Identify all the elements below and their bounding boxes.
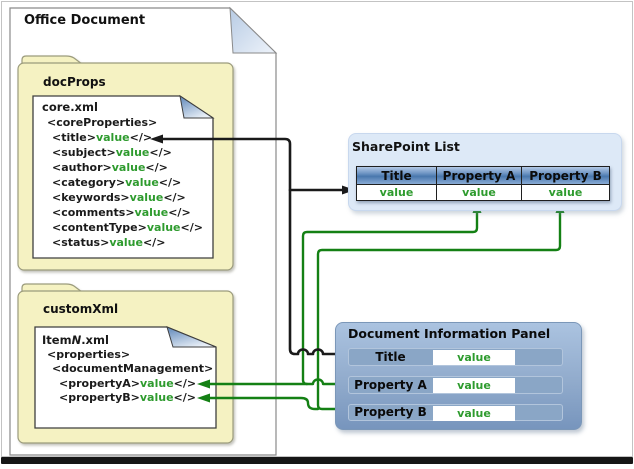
itemn-xml-document-shape — [34, 326, 217, 429]
connector-property-b-customxml-branch — [207, 396, 320, 411]
frame-bottom-shadow-bar — [1, 457, 633, 464]
xml-line-subject: <subject>value</> — [52, 146, 172, 159]
core-xml-fold-icon — [179, 94, 215, 119]
docprops-folder-tab-icon — [21, 55, 84, 65]
connector-property-b-line — [316, 208, 562, 411]
connector-property-a-line — [301, 208, 479, 386]
xml-line-title: <title>value</> — [52, 131, 153, 144]
xml-line-comments: <comments>value</> — [52, 206, 191, 219]
outer-frame — [1, 1, 633, 457]
connector-title-line — [159, 137, 346, 356]
core-xml-code-block: core.xml <coreProperties> <title>value</… — [42, 100, 203, 250]
xml-line-coreproperties: <coreProperties> — [47, 116, 158, 129]
itemn-xml-filename: ItemN.xml — [42, 333, 109, 347]
xml-line-contenttype: <contentType>value</> — [52, 221, 203, 234]
xml-line-properties: <properties> — [47, 347, 131, 361]
customxml-folder-tab-icon — [21, 283, 84, 293]
office-document-title: Office Document — [24, 13, 146, 28]
dip-value-title: value — [433, 349, 515, 365]
xml-line-keywords: <keywords>value</> — [52, 191, 186, 204]
sharepoint-header-row: Title Property A Property B — [357, 167, 609, 184]
document-information-panel-title: Document Information Panel — [348, 326, 551, 341]
xml-line-status: <status>value</> — [52, 236, 166, 249]
xml-line-category: <category>value</> — [52, 176, 182, 189]
dip-label-property-b: Property B — [354, 405, 427, 419]
sharepoint-property-b-value: value — [521, 184, 609, 200]
xml-line-propertya: <propertyA>value</> — [59, 376, 197, 390]
xml-line-documentmanagement: <documentManagement> — [52, 362, 214, 375]
dip-label-title: Title — [375, 350, 406, 364]
dip-value-property-b: value — [433, 405, 515, 421]
itemn-xml-fold-icon — [166, 326, 217, 348]
sharepoint-list-title: SharePoint List — [352, 139, 460, 154]
sharepoint-property-a-value: value — [436, 184, 521, 200]
core-xml-filename: core.xml — [42, 100, 98, 114]
docprops-folder-label: docProps — [43, 75, 106, 89]
sharepoint-column-header-title: Title — [357, 167, 436, 184]
core-xml-document-shape — [32, 95, 214, 259]
office-document-fold-icon — [229, 6, 278, 54]
arrowhead-into-propertya-icon — [197, 379, 210, 389]
dip-label-property-a: Property A — [354, 378, 427, 392]
itemn-xml-code-block: ItemN.xml <properties> <documentManageme… — [42, 333, 213, 406]
sharepoint-column-header-property-a: Property A — [436, 167, 521, 184]
sharepoint-value-row: value value value — [357, 184, 609, 200]
sharepoint-list-table: Title Property A Property B value value … — [356, 166, 610, 201]
xml-line-propertyb: <propertyB>value</> — [59, 391, 196, 404]
arrowhead-into-propertyb-icon — [197, 393, 210, 403]
sharepoint-column-header-property-b: Property B — [521, 167, 609, 184]
customxml-folder-label: customXml — [43, 302, 119, 316]
sharepoint-title-value: value — [357, 184, 436, 200]
arrowhead-into-title-tag-icon — [150, 134, 163, 144]
dip-value-property-a: value — [433, 377, 515, 393]
xml-line-author: <author>value</> — [52, 161, 168, 174]
